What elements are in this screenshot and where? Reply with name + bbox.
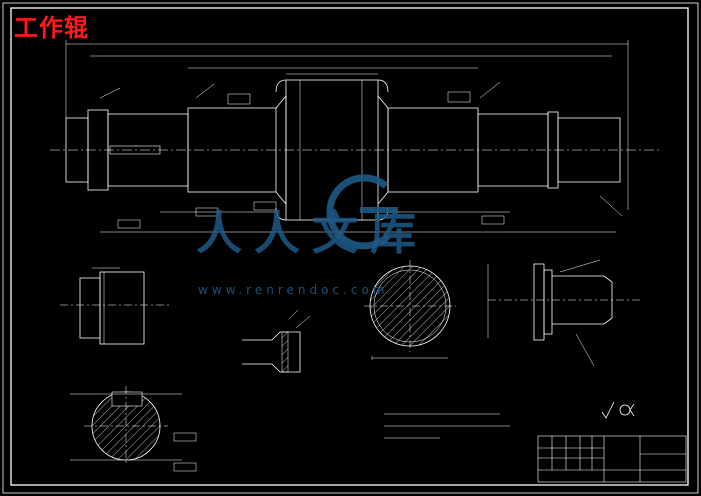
watermark-text: 人人文库 <box>196 206 428 260</box>
tolerance-frames <box>117 91 505 229</box>
left-end-detail <box>60 267 170 345</box>
technical-notes-lines <box>384 413 510 439</box>
watermark-url: www.renrendoc.com <box>198 283 389 297</box>
drawing-title: 工作辊 <box>14 14 89 42</box>
watermark-logo <box>326 174 398 250</box>
inner-frame <box>10 7 689 486</box>
title-block <box>537 435 687 483</box>
roughness-symbol <box>601 401 635 419</box>
section-circle-lower <box>70 386 197 472</box>
main-dimensions <box>65 40 629 233</box>
groove-section-detail <box>242 309 311 373</box>
section-circle-keyway <box>364 260 456 360</box>
right-end-detail <box>487 259 640 367</box>
